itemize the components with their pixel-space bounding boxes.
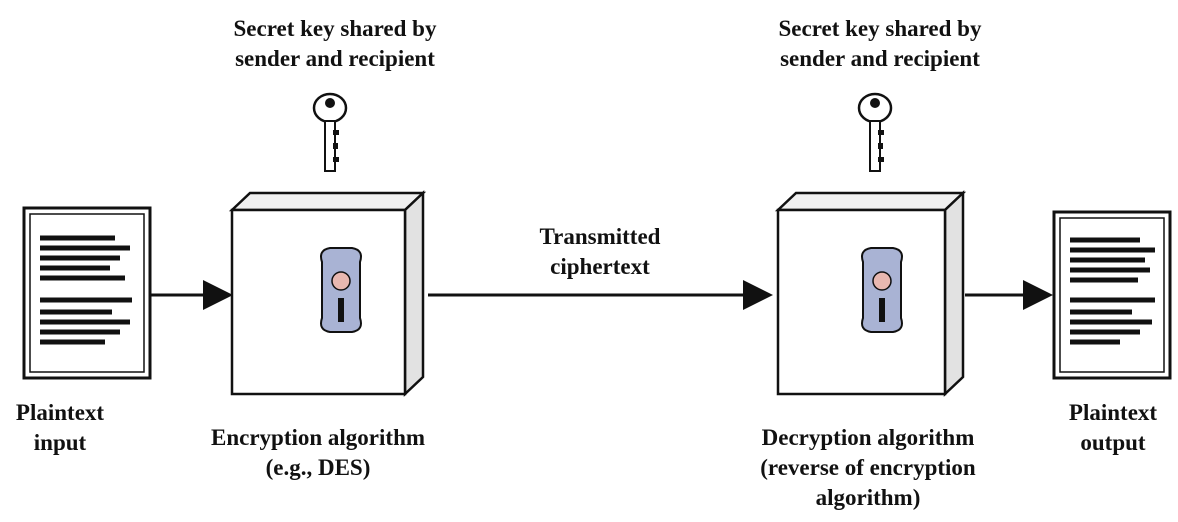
label-line: Secret key shared by <box>778 16 982 41</box>
label-line: Encryption algorithm <box>210 425 426 450</box>
decryption-algorithm-label: Decryption algorithm (reverse of encrypt… <box>718 423 1018 513</box>
label-line: output <box>1080 430 1146 455</box>
plaintext-output-label: Plaintext output <box>1048 398 1178 458</box>
label-line: Decryption algorithm <box>761 425 975 450</box>
label-line: Plaintext <box>1068 400 1158 425</box>
secret-key-icon <box>857 92 893 172</box>
label-line: input <box>33 430 87 455</box>
plaintext-output-document-icon <box>1052 210 1172 380</box>
transmitted-ciphertext-label: Transmitted ciphertext <box>500 222 700 282</box>
label-line: ciphertext <box>550 254 650 279</box>
label-line: (reverse of encryption <box>760 455 976 480</box>
keyhole-lock-icon <box>861 247 903 333</box>
secret-key-icon <box>312 92 348 172</box>
plaintext-input-label: Plaintext input <box>0 398 120 458</box>
label-line: algorithm) <box>815 485 921 510</box>
label-line: Transmitted <box>539 224 661 249</box>
decryption-algorithm-box <box>774 190 967 397</box>
label-line: (e.g., DES) <box>265 455 371 480</box>
left-secret-key-label: Secret key shared by sender and recipien… <box>195 14 475 74</box>
right-secret-key-label: Secret key shared by sender and recipien… <box>740 14 1020 74</box>
encryption-algorithm-box <box>228 190 427 397</box>
plaintext-input-document-icon <box>22 206 152 380</box>
encryption-algorithm-label: Encryption algorithm (e.g., DES) <box>168 423 468 483</box>
label-line: Plaintext <box>15 400 105 425</box>
label-line: sender and recipient <box>780 46 980 71</box>
label-line: sender and recipient <box>235 46 435 71</box>
keyhole-lock-icon <box>320 247 362 333</box>
label-line: Secret key shared by <box>233 16 437 41</box>
